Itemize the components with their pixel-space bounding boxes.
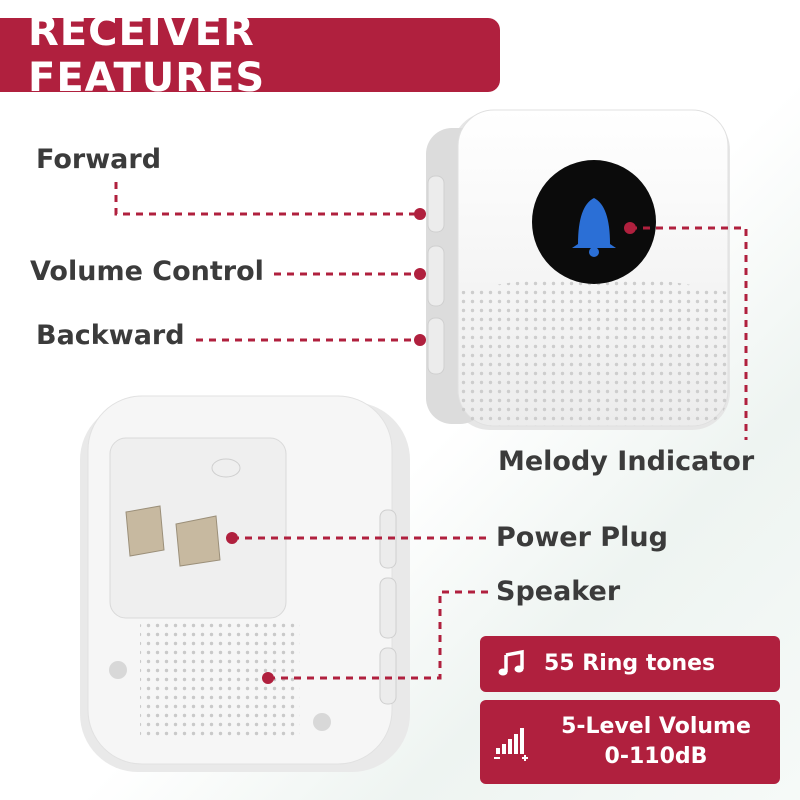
label-power-plug: Power Plug <box>496 522 668 553</box>
volume-line-1: 5-Level Volume <box>561 714 751 739</box>
feature-ringtones: 55 Ring tones <box>480 636 780 692</box>
volume-text: 5-Level Volume 0-110dB <box>544 712 780 772</box>
label-backward: Backward <box>36 320 185 351</box>
label-melody-indicator: Melody Indicator <box>498 446 755 477</box>
label-forward: Forward <box>36 144 162 175</box>
feature-volume: 5-Level Volume 0-110dB <box>480 700 780 784</box>
title-banner: RECEIVER FEATURES <box>0 9 500 101</box>
volume-line-2: 0-110dB <box>604 744 708 769</box>
volume-bars-icon <box>480 722 544 762</box>
ringtones-text: 55 Ring tones <box>544 651 716 676</box>
page-title: RECEIVER FEATURES <box>28 9 266 101</box>
label-speaker: Speaker <box>496 576 621 607</box>
label-volume-control: Volume Control <box>30 256 264 287</box>
music-note-icon <box>480 649 544 679</box>
